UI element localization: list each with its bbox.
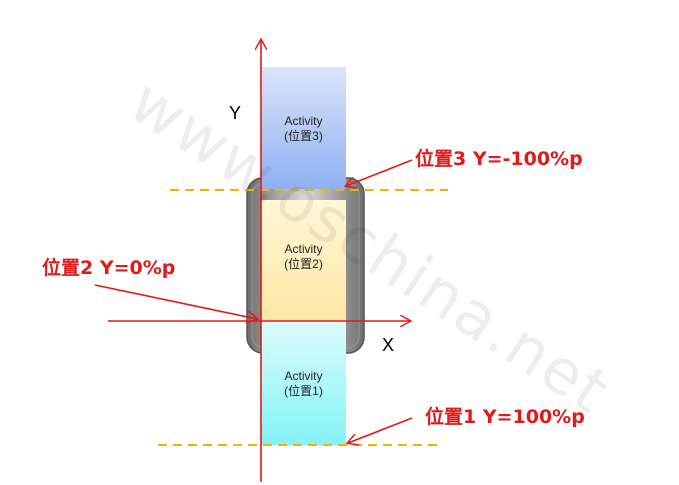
activity-label-pos1-line1: Activity (284, 369, 323, 383)
y-axis-label: Y (229, 103, 242, 123)
activity-box-pos1 (261, 321, 346, 445)
activity-label-pos2: Activity (位置2) (261, 242, 346, 272)
annotation-pos3: 位置3 Y=-100%p (415, 148, 583, 170)
activity-label-pos3-line1: Activity (284, 114, 323, 128)
activity-box-pos2 (261, 200, 346, 321)
activity-label-pos1-line2: (位置1) (284, 384, 323, 398)
activity-label-pos2-line2: (位置2) (284, 257, 323, 271)
annotation-pos2: 位置2 Y=0%p (42, 257, 176, 279)
activity-label-pos1: Activity (位置1) (261, 369, 346, 399)
annotation-arrow-pos2 (94, 284, 257, 319)
annotation-arrow-pos1 (348, 417, 413, 443)
activity-label-pos3-line2: (位置3) (284, 129, 323, 143)
annotation-arrow-pos3 (346, 159, 413, 186)
activity-box-pos3 (261, 67, 346, 189)
activity-label-pos2-line1: Activity (284, 242, 323, 256)
annotation-pos1: 位置1 Y=100%p (425, 406, 585, 428)
activity-label-pos3: Activity (位置3) (261, 114, 346, 144)
x-axis-label: X (382, 335, 395, 355)
